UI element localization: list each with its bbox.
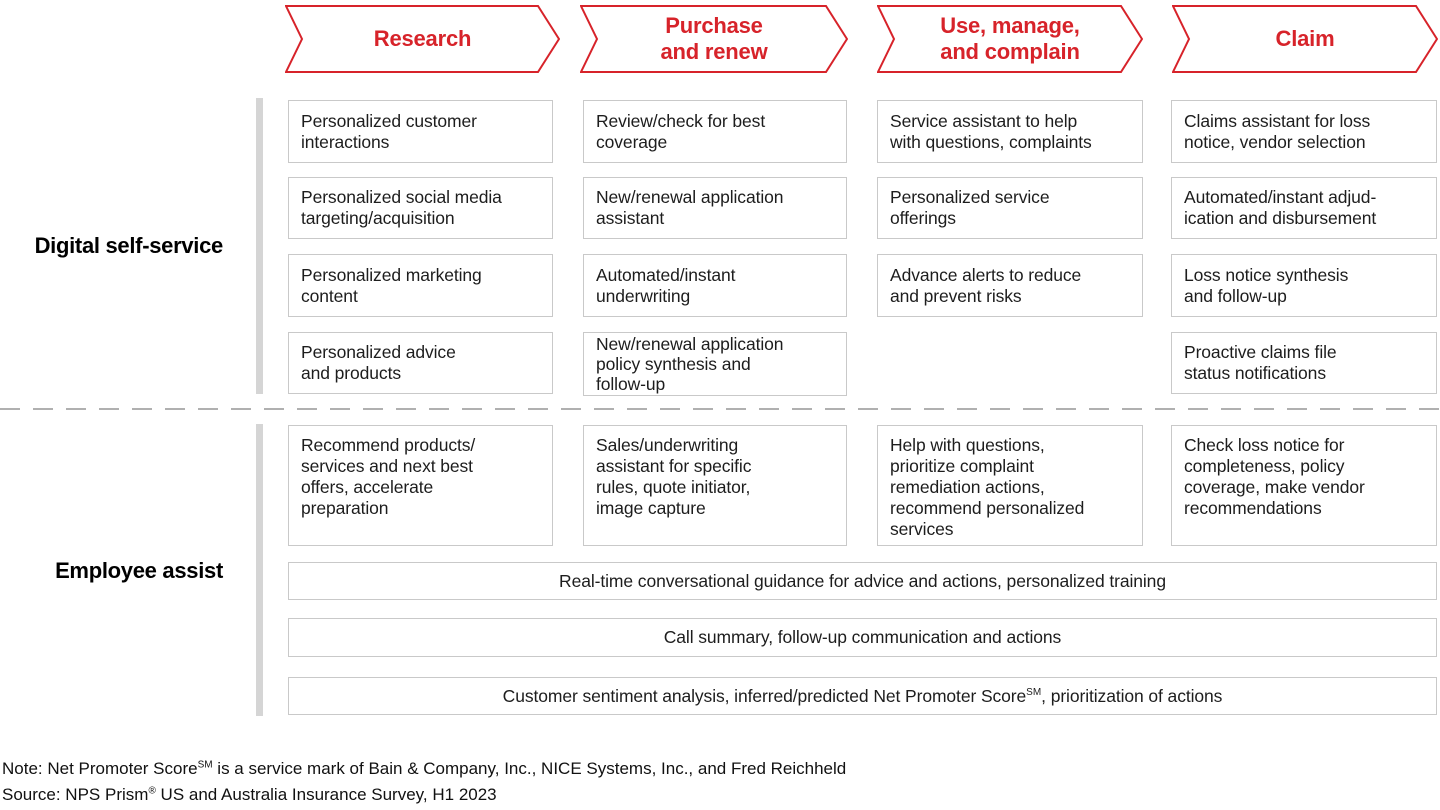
feature-box-full-width: Real-time conversational guidance for ad… <box>288 562 1437 600</box>
feature-box-full-width: Call summary, follow-up communication an… <box>288 618 1437 657</box>
feature-text: Personalized customer interactions <box>301 110 477 152</box>
stage-label-research: Research <box>373 26 472 51</box>
feature-box: New/renewal application policy synthesis… <box>583 332 847 396</box>
feature-text: Claims assistant for loss notice, vendor… <box>1184 110 1371 152</box>
service-mark-superscript: SM <box>197 759 213 771</box>
stage-chevron-claim: Claim <box>1172 5 1438 73</box>
feature-text: Help with questions, prioritize complain… <box>890 435 1085 539</box>
feature-text: Customer sentiment analysis, inferred/pr… <box>502 686 1027 706</box>
registered-mark-superscript: ® <box>148 785 156 797</box>
footer-note: Note: Net Promoter ScoreSM is a service … <box>2 756 846 782</box>
note-text: is a service mark of Bain & Company, Inc… <box>212 759 847 778</box>
feature-text: Service assistant to help with questions… <box>890 110 1092 152</box>
feature-text: Personalized social media targeting/acqu… <box>301 187 502 228</box>
feature-text: Automated/instant adjud- ication and dis… <box>1184 187 1377 228</box>
stage-label-purchase-and-renew: Purchase and renew <box>660 13 768 64</box>
feature-box: Review/check for best coverage <box>583 100 847 163</box>
feature-box: Personalized social media targeting/acqu… <box>288 177 553 239</box>
feature-box: Personalized service offerings <box>877 177 1143 239</box>
chevron-arrow-shape <box>1172 5 1438 73</box>
chevron-arrow-shape <box>580 5 848 73</box>
feature-box: Help with questions, prioritize complain… <box>877 425 1143 546</box>
feature-box: Personalized marketing content <box>288 254 553 317</box>
feature-box: Proactive claims file status notificatio… <box>1171 332 1437 394</box>
note-text: Note: Net Promoter Score <box>2 759 198 778</box>
feature-text: Proactive claims file status notificatio… <box>1184 342 1337 383</box>
feature-text: Review/check for best coverage <box>596 110 766 152</box>
feature-box: Personalized customer interactions <box>288 100 553 163</box>
feature-text: Personalized advice and products <box>301 342 456 383</box>
feature-text: Automated/instant underwriting <box>596 264 736 306</box>
service-mark-superscript: SM <box>1026 687 1042 699</box>
feature-text: Sales/underwriting assistant for specifi… <box>596 435 752 518</box>
feature-box: Sales/underwriting assistant for specifi… <box>583 425 847 546</box>
feature-box: Automated/instant adjud- ication and dis… <box>1171 177 1437 239</box>
feature-text: Recommend products/ services and next be… <box>301 435 476 518</box>
section-bar-employee <box>256 424 263 716</box>
feature-box: Advance alerts to reduce and prevent ris… <box>877 254 1143 317</box>
feature-box: Claims assistant for loss notice, vendor… <box>1171 100 1437 163</box>
stage-chevron-purchase-and-renew: Purchase and renew <box>580 5 848 73</box>
feature-box: Personalized advice and products <box>288 332 553 394</box>
source-text: Source: NPS Prism <box>2 785 149 804</box>
feature-text: Check loss notice for completeness, poli… <box>1184 435 1365 518</box>
feature-text: Personalized marketing content <box>301 264 482 306</box>
source-text: US and Australia Insurance Survey, H1 20… <box>155 785 497 804</box>
feature-text: New/renewal application assistant <box>596 187 784 228</box>
footer-source: Source: NPS Prism® US and Australia Insu… <box>2 782 846 808</box>
feature-text: Personalized service offerings <box>890 187 1050 228</box>
feature-text: Advance alerts to reduce and prevent ris… <box>890 264 1082 306</box>
stage-chevron-research: Research <box>285 5 560 73</box>
feature-box: Check loss notice for completeness, poli… <box>1171 425 1437 546</box>
feature-box: Loss notice synthesis and follow-up <box>1171 254 1437 317</box>
stage-chevron-use-manage-complain: Use, manage, and complain <box>877 5 1143 73</box>
feature-box: Service assistant to help with questions… <box>877 100 1143 163</box>
stage-label-use-manage-complain: Use, manage, and complain <box>940 13 1080 64</box>
section-bar-digital <box>256 98 263 394</box>
feature-box: New/renewal application assistant <box>583 177 847 239</box>
chevron-arrow-shape <box>877 5 1143 73</box>
section-label-digital-self-service: Digital self-service <box>34 233 224 258</box>
section-label-employee-assist: Employee assist <box>55 558 223 583</box>
feature-text: New/renewal application policy synthesis… <box>596 334 784 394</box>
feature-text: Loss notice synthesis and follow-up <box>1184 264 1349 306</box>
stage-label-claim: Claim <box>1275 26 1335 51</box>
feature-box-full-width: Customer sentiment analysis, inferred/pr… <box>288 677 1437 715</box>
dashed-section-divider <box>0 408 1440 410</box>
feature-box: Automated/instant underwriting <box>583 254 847 317</box>
chevron-arrow-shape <box>285 5 560 73</box>
feature-text: Real-time conversational guidance for ad… <box>559 571 1166 591</box>
feature-text: , prioritization of actions <box>1041 686 1223 706</box>
feature-text: Call summary, follow-up communication an… <box>663 627 1062 647</box>
feature-box: Recommend products/ services and next be… <box>288 425 553 546</box>
footnotes: Note: Net Promoter ScoreSM is a service … <box>2 756 846 808</box>
